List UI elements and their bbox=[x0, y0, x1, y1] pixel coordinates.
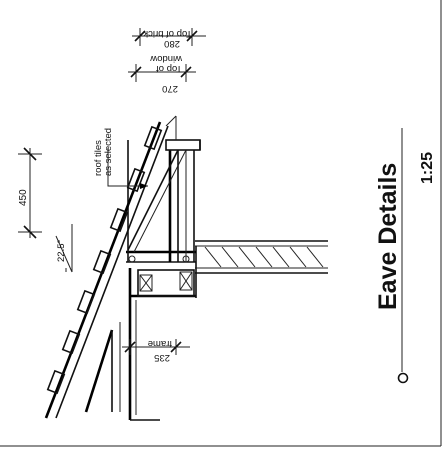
top-of-window-dimension: Top of window 270 bbox=[128, 53, 196, 94]
roof-pitch-symbol: 22.5° bbox=[55, 224, 73, 273]
drawing-title: Eave Details bbox=[374, 163, 402, 310]
ceiling-joist-band bbox=[195, 240, 328, 274]
title-block: Eave Details 1:25 bbox=[374, 128, 436, 384]
drawing-scale: 1:25 bbox=[419, 152, 436, 184]
roof-tiles bbox=[44, 121, 169, 419]
top-of-brick-value: 280 bbox=[164, 38, 180, 49]
eave-dimension: 450 bbox=[18, 147, 42, 239]
frame-dimension: frame 235 bbox=[122, 338, 190, 363]
top-of-window-value: 270 bbox=[162, 83, 178, 94]
eave-truss-framing bbox=[126, 139, 201, 263]
top-of-brick-dimension: Top of brick 280 bbox=[132, 28, 206, 49]
frame-value: 235 bbox=[154, 352, 170, 363]
frame-label: frame bbox=[148, 338, 172, 349]
eave-dimension-value: 450 bbox=[18, 189, 29, 206]
roof-tiles-leader bbox=[107, 115, 177, 189]
top-of-window-label: Top of window bbox=[150, 53, 183, 74]
roof-tiles-label: roof tiles as selected bbox=[93, 128, 114, 176]
wall-plate bbox=[137, 269, 195, 297]
top-of-brick-label: Top of brick bbox=[143, 28, 192, 39]
roof-pitch-value: 22.5° bbox=[56, 240, 67, 262]
gutter-fascia bbox=[84, 322, 121, 413]
title-marker-circle bbox=[397, 372, 409, 384]
